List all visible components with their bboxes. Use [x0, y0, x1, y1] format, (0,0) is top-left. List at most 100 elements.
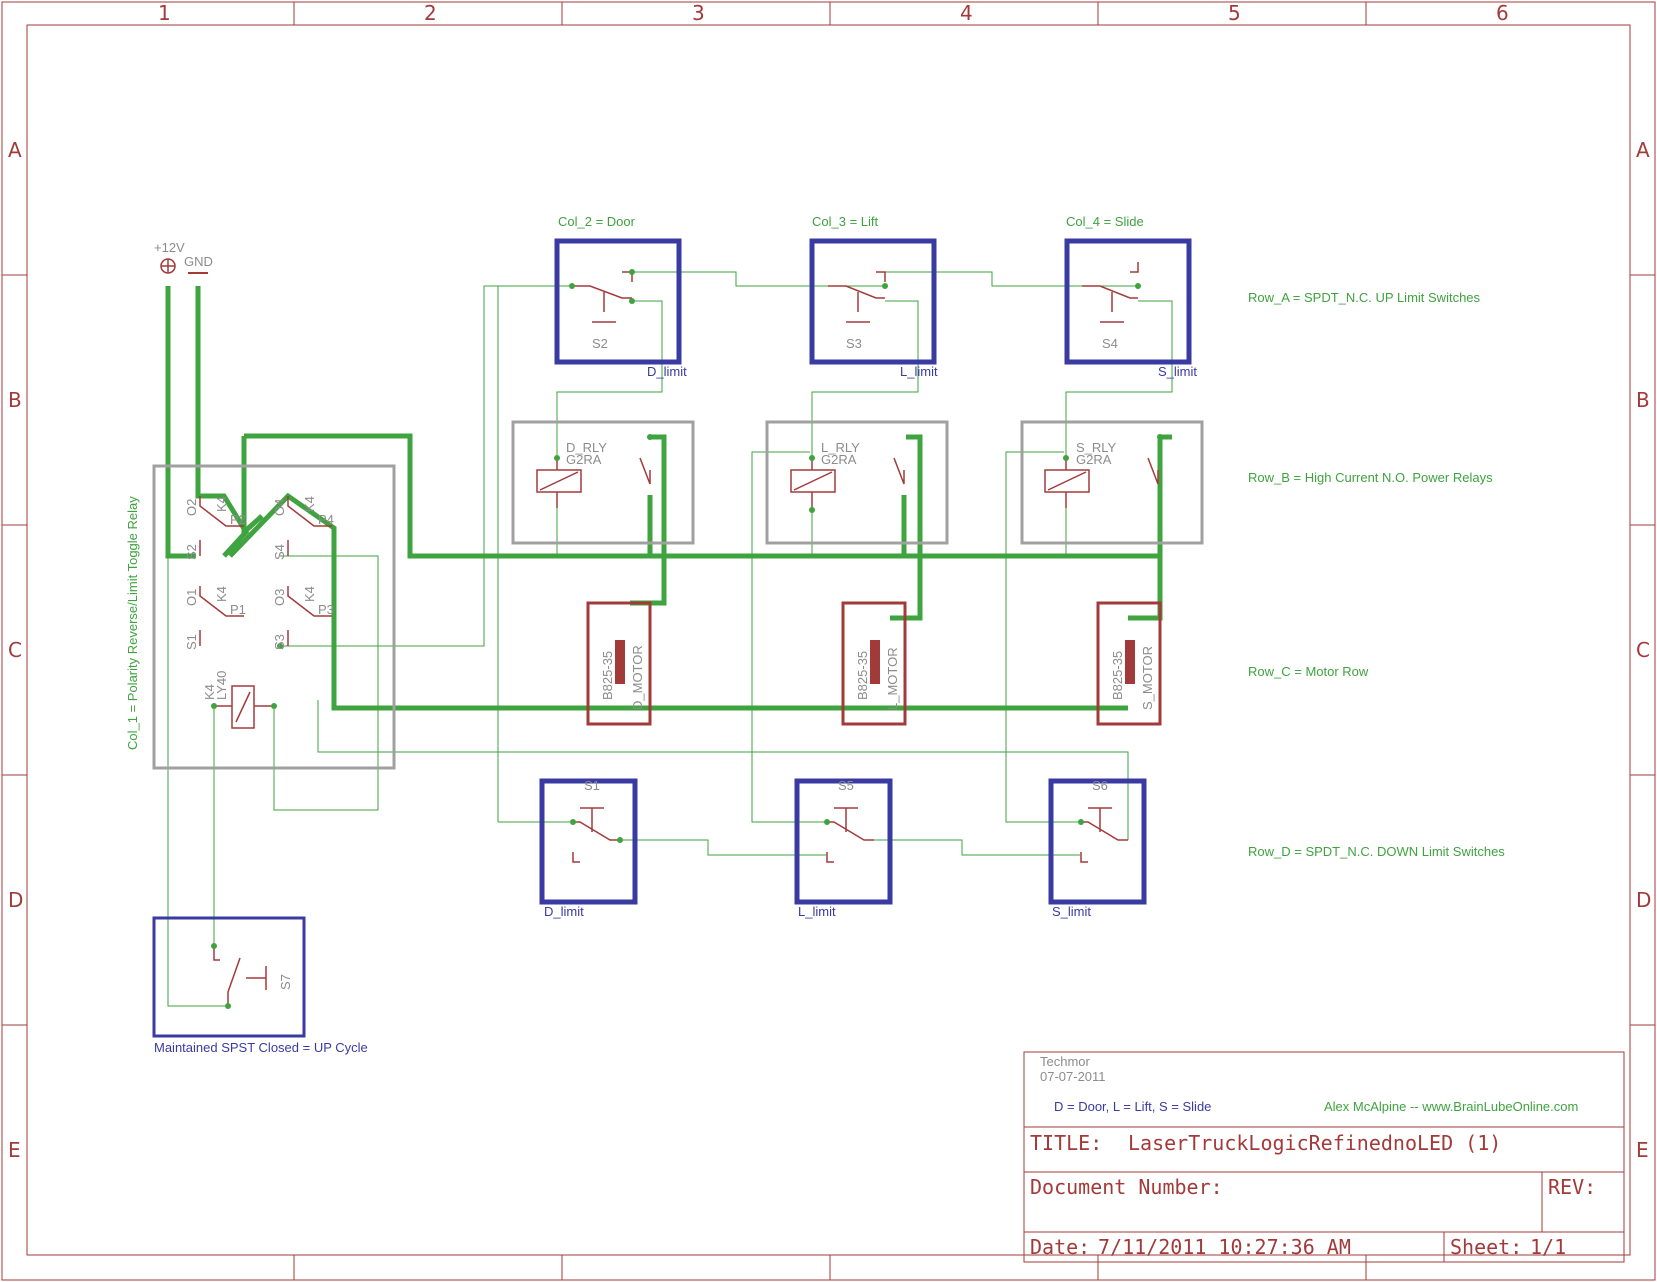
k4-o4: O4	[272, 499, 287, 516]
s1-name: S1	[584, 778, 600, 793]
frame-row-a-right: A	[1636, 138, 1650, 162]
maintained-switch: S7 Maintained SPST Closed = UP Cycle	[152, 916, 368, 1055]
s-motor-name: S_MOTOR	[1140, 646, 1155, 710]
k4-p2: P2	[230, 512, 246, 527]
col4-label: Col_4 = Slide	[1066, 214, 1144, 229]
up-switch-s: S4 S_limit	[1064, 238, 1197, 379]
motor-s: B825-35 S_MOTOR	[1096, 601, 1162, 726]
s7-name: S7	[278, 974, 293, 990]
l-motor-name: L_MOTOR	[885, 647, 900, 710]
k4-contact-d: K4	[302, 586, 317, 602]
frame-col-3: 3	[692, 1, 705, 25]
s5-name: S5	[838, 778, 854, 793]
frame-row-b-right: B	[1636, 388, 1650, 412]
down-switch-l: S5 L_limit	[794, 778, 893, 919]
frame-row-d-right: D	[1636, 888, 1651, 912]
power-wires	[165, 286, 1172, 711]
date-value: 7/11/2011 10:27:36 AM	[1098, 1235, 1351, 1259]
k4-s3: S3	[272, 634, 287, 650]
sheet-label: Sheet:	[1450, 1235, 1522, 1259]
frame-row-b-left: B	[8, 388, 22, 412]
rev-label: REV:	[1548, 1175, 1596, 1199]
s1-label: D_limit	[544, 904, 584, 919]
s3-name: S3	[846, 336, 862, 351]
plus12v-label: +12V	[154, 240, 185, 255]
frame-row-d-left: D	[8, 888, 23, 912]
k4-s2: S2	[184, 544, 199, 560]
k4-p3: P3	[318, 602, 334, 617]
l-rly-part: G2RA	[821, 452, 857, 467]
toggle-relay-block: O2 O4 O1 O3 S2 S4 S1 S3 K4 K4 K4 K4 P2 P…	[152, 464, 396, 770]
d-motor-part: B825-35	[600, 651, 615, 700]
date-top: 07-07-2011	[1040, 1069, 1106, 1084]
s4-label: S_limit	[1158, 364, 1197, 379]
k4-coil-name: K4	[202, 684, 217, 700]
author: Alex McAlpine -- www.BrainLubeOnline.com	[1324, 1099, 1578, 1114]
s6-label: S_limit	[1052, 904, 1091, 919]
power-symbols: +12V GND	[154, 240, 213, 274]
frame-col-1: 1	[158, 1, 171, 25]
title-value: LaserTruckLogicRefinednoLED (1)	[1128, 1131, 1501, 1155]
title-label: TITLE:	[1030, 1131, 1102, 1155]
k4-contact-c: K4	[214, 586, 229, 602]
relay-l: L_RLY G2RA	[765, 420, 949, 545]
row-a-label: Row_A = SPDT_N.C. UP Limit Switches	[1248, 290, 1481, 305]
s4-name: S4	[1102, 336, 1118, 351]
l-motor-part: B825-35	[855, 651, 870, 700]
d-rly-part: G2RA	[566, 452, 602, 467]
up-switch-d: S2 D_limit	[554, 238, 687, 379]
k4-p4: P4	[318, 512, 334, 527]
s7-caption: Maintained SPST Closed = UP Cycle	[154, 1040, 368, 1055]
title-block: Techmor 07-07-2011 D = Door, L = Lift, S…	[1023, 1051, 1625, 1263]
up-switch-l: S3 L_limit	[809, 238, 938, 379]
down-switch-s: S6 S_limit	[1048, 778, 1147, 919]
s6-name: S6	[1092, 778, 1108, 793]
s5-label: L_limit	[798, 904, 836, 919]
frame-column-labels: 1 2 3 4 5 6	[158, 1, 1509, 25]
col2-label: Col_2 = Door	[558, 214, 636, 229]
s-rly-name: S_RLY	[1076, 440, 1117, 455]
relay-d: D_RLY G2RA	[511, 420, 695, 545]
frame-row-e-right: E	[1636, 1138, 1649, 1162]
frame-row-a-left: A	[8, 138, 22, 162]
frame-row-e-left: E	[8, 1138, 21, 1162]
gnd-label: GND	[184, 254, 213, 269]
k4-s4: S4	[272, 544, 287, 560]
col1-label: Col_1 = Polarity Reverse/Limit Toggle Re…	[125, 496, 140, 750]
s-rly-part: G2RA	[1076, 452, 1112, 467]
k4-o3: O3	[272, 589, 287, 606]
motor-l: B825-35 L_MOTOR	[841, 601, 907, 726]
d-motor-name: D_MOTOR	[630, 645, 645, 710]
k4-p1: P1	[230, 602, 246, 617]
k4-contact-b: K4	[302, 496, 317, 512]
k4-s1: S1	[184, 634, 199, 650]
d-rly-name: D_RLY	[566, 440, 607, 455]
date-label: Date:	[1030, 1235, 1090, 1259]
doc-number-label: Document Number:	[1030, 1175, 1223, 1199]
l-rly-name: L_RLY	[821, 440, 860, 455]
motor-d: B825-35 D_MOTOR	[586, 601, 652, 726]
s2-name: S2	[592, 336, 608, 351]
signal-wires	[167, 271, 1173, 1007]
sheet-value: 1/1	[1530, 1235, 1566, 1259]
k4-o1: O1	[184, 589, 199, 606]
col3-label: Col_3 = Lift	[812, 214, 879, 229]
row-d-label: Row_D = SPDT_N.C. DOWN Limit Switches	[1248, 844, 1505, 859]
frame-row-c-left: C	[8, 638, 22, 662]
k4-coil-part: LY40	[214, 671, 229, 700]
frame-col-2: 2	[424, 1, 437, 25]
frame-row-c-right: C	[1636, 638, 1650, 662]
k4-contact-a: K4	[214, 496, 229, 512]
row-b-label: Row_B = High Current N.O. Power Relays	[1248, 470, 1493, 485]
row-c-label: Row_C = Motor Row	[1248, 664, 1369, 679]
frame-row-labels: A B C D E A B C D E	[8, 138, 1651, 1162]
frame-col-4: 4	[960, 1, 973, 25]
k4-o2: O2	[184, 499, 199, 516]
s3-label: L_limit	[900, 364, 938, 379]
relay-s: S_RLY G2RA	[1020, 420, 1204, 545]
frame-col-5: 5	[1228, 1, 1241, 25]
s-motor-part: B825-35	[1110, 651, 1125, 700]
frame-col-6: 6	[1496, 1, 1509, 25]
